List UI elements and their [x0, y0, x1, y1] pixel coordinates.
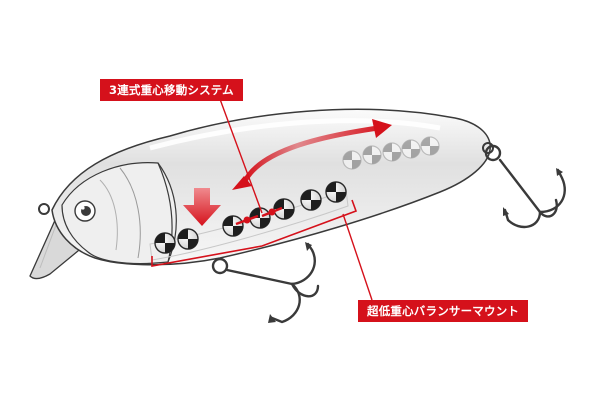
rear-treble-hook — [484, 144, 566, 229]
front-weights — [154, 181, 347, 254]
belly-treble-hook — [211, 242, 320, 324]
weight-link-pins — [235, 206, 283, 226]
callout-line-top — [216, 90, 263, 214]
weight-transfer-system-label: 3連式重心移動システム — [100, 79, 243, 101]
weight-chamber — [149, 189, 349, 261]
mount-bracket — [151, 199, 358, 267]
eye — [74, 200, 96, 222]
tail-eyelet — [482, 142, 494, 154]
faded-rear-weights — [342, 136, 440, 170]
weight-movement-arrow — [232, 119, 392, 190]
gill-plate — [61, 162, 177, 265]
low-center-balancer-mount-label: 超低重心バランサーマウント — [358, 300, 529, 322]
line-tie-ring — [38, 203, 50, 215]
callout-line-bottom — [342, 213, 373, 301]
downward-arrow — [183, 188, 221, 226]
